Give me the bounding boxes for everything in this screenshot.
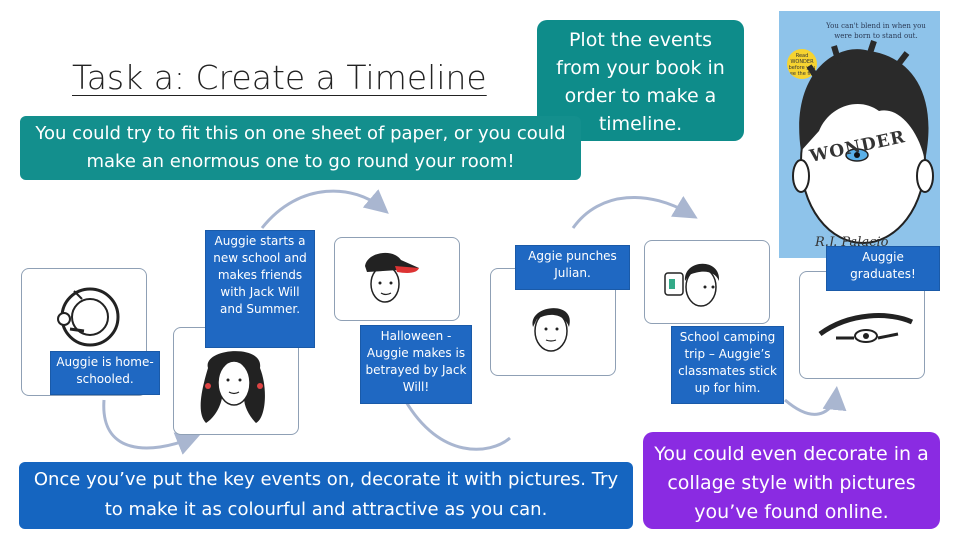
collage-tip-box: You could even decorate in a collage sty… xyxy=(643,432,940,529)
subtitle-text: You could try to fit this on one sheet o… xyxy=(35,123,566,172)
book-tagline: You can't blend in when you were born to… xyxy=(826,22,926,40)
event-card-5 xyxy=(644,240,770,324)
boy-with-nightvision-icon xyxy=(664,263,720,307)
girl-face-icon xyxy=(200,351,265,423)
instruction-text: Plot the events from your book in order … xyxy=(556,29,725,135)
boy-face-icon xyxy=(532,308,570,352)
event-label-4: Aggie punches Julian. xyxy=(515,245,630,290)
event-label-5: School camping trip – Auggie’s classmate… xyxy=(671,326,784,404)
wonder-logo-icon xyxy=(818,313,914,343)
event-label-6: Auggie graduates! xyxy=(826,246,940,291)
subtitle-box: You could try to fit this on one sheet o… xyxy=(20,116,581,180)
event-label-1: Auggie is home-schooled. xyxy=(50,351,160,395)
collage-tip-text: You could even decorate in a collage sty… xyxy=(654,443,929,523)
slide-title: Task a: Create a Timeline xyxy=(72,58,487,97)
boy-red-cap-icon xyxy=(365,252,419,303)
book-cover: You can't blend in when you were born to… xyxy=(779,11,940,258)
book-face-illustration xyxy=(792,40,934,244)
event-label-2: Auggie starts a new school and makes fri… xyxy=(205,230,315,348)
event-label-3: Halloween - Auggie makes is betrayed by … xyxy=(360,325,472,404)
event-card-3 xyxy=(334,237,460,321)
bottom-instruction-text: Once you’ve put the key events on, decor… xyxy=(33,469,619,520)
bottom-instruction-box: Once you’ve put the key events on, decor… xyxy=(19,462,633,529)
astronaut-helmet-icon xyxy=(57,287,120,347)
book-badge: Read WONDER before you see the film xyxy=(787,49,817,79)
